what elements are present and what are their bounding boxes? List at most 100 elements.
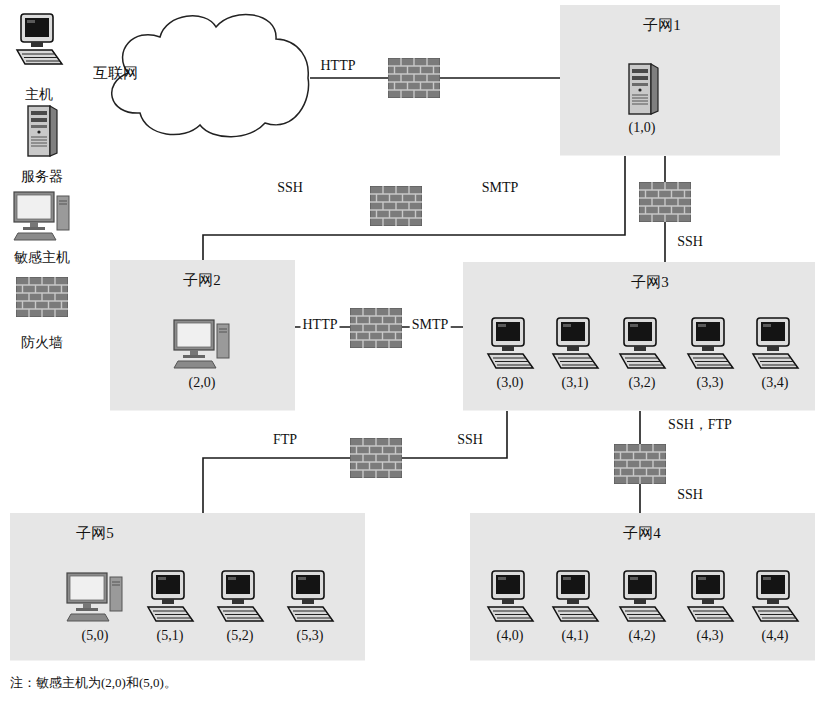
host-icon	[140, 565, 200, 627]
host-icon	[545, 565, 605, 627]
host-address: (3,4)	[745, 374, 805, 392]
firewall-icon	[350, 308, 402, 348]
legend-label: 主机	[25, 86, 53, 104]
host-node: (3,4)	[745, 312, 805, 392]
host-address: (2,0)	[172, 374, 232, 392]
host-icon	[210, 565, 270, 627]
host-node: (4,2)	[612, 565, 672, 645]
host-address: (4,1)	[545, 627, 605, 645]
firewall-icon	[370, 186, 422, 226]
cloud-label: 互联网	[93, 64, 138, 82]
protocol-label: SSH，FTP	[666, 416, 734, 434]
sensitive-host-icon	[172, 312, 232, 374]
protocol-label: SMTP	[480, 179, 521, 197]
host-icon	[620, 571, 665, 621]
subnet-title: 子网5	[76, 523, 114, 543]
protocol-label: SSH	[455, 431, 485, 449]
server-icon	[612, 57, 672, 119]
firewall-icon	[388, 58, 440, 98]
link-line	[203, 155, 625, 260]
host-node: (3,3)	[680, 312, 740, 392]
internet-cloud: 互联网	[100, 5, 310, 140]
subnet-title: 子网4	[623, 523, 661, 543]
host-node: (3,2)	[612, 312, 672, 392]
host-address: (3,0)	[480, 374, 540, 392]
host-icon	[480, 565, 540, 627]
host-node: (3,0)	[480, 312, 540, 392]
legend-label: 服务器	[21, 168, 63, 186]
host-node: (4,1)	[545, 565, 605, 645]
host-icon	[620, 318, 665, 368]
protocol-label: SSH	[675, 486, 705, 504]
host-node: (4,3)	[680, 565, 740, 645]
subnet-title: 子网2	[183, 270, 221, 290]
host-icon	[480, 312, 540, 374]
host-address: (4,2)	[612, 627, 672, 645]
protocol-label: HTTP	[319, 57, 358, 75]
cloud-shape	[112, 15, 309, 137]
legend-sensitive-icon	[14, 192, 69, 240]
subnet-box: 子网3 (3,0) (3,1) (3,2) (3,3) (3,4)	[463, 262, 815, 410]
host-icon	[753, 571, 798, 621]
host-icon	[753, 318, 798, 368]
host-node: (4,0)	[480, 565, 540, 645]
host-node: (5,1)	[140, 565, 200, 645]
host-address: (5,0)	[65, 627, 125, 645]
host-icon	[680, 312, 740, 374]
firewall-icon	[639, 182, 691, 222]
firewall-icon	[350, 438, 402, 478]
host-icon	[612, 565, 672, 627]
firewall-icon	[614, 444, 666, 484]
protocol-label: HTTP	[301, 316, 340, 334]
host-node: (3,1)	[545, 312, 605, 392]
host-node: (5,0)	[65, 565, 125, 645]
host-node: (5,2)	[210, 565, 270, 645]
subnet-title: 子网3	[631, 272, 669, 292]
host-icon	[680, 565, 740, 627]
footnote: 注：敏感主机为(2,0)和(5,0)。	[10, 674, 177, 692]
host-icon	[688, 571, 733, 621]
host-node: (4,4)	[745, 565, 805, 645]
legend-host-icon	[17, 14, 62, 64]
host-icon	[553, 571, 598, 621]
legend-server-icon	[28, 106, 57, 156]
host-icon	[218, 571, 263, 621]
host-node: (1,0)	[612, 57, 672, 137]
legend-firewall-icon	[16, 277, 68, 317]
legend-label: 防火墙	[21, 334, 63, 352]
host-icon	[745, 565, 805, 627]
host-icon	[288, 571, 333, 621]
host-address: (5,2)	[210, 627, 270, 645]
subnet-box: 子网2 (2,0)	[110, 260, 295, 410]
server-icon	[629, 64, 658, 114]
host-address: (1,0)	[612, 119, 672, 137]
subnet-box: 子网5(5,0)(5,1)(5,2)(5,3)	[10, 513, 365, 660]
protocol-label: FTP	[271, 431, 299, 449]
host-address: (5,1)	[140, 627, 200, 645]
host-address: (3,3)	[680, 374, 740, 392]
link-line	[203, 410, 507, 513]
protocol-label: SSH	[275, 179, 305, 197]
protocol-label: SSH	[675, 233, 705, 251]
host-icon	[688, 318, 733, 368]
host-node: (2,0)	[172, 312, 232, 392]
host-icon	[612, 312, 672, 374]
legend-label: 敏感主机	[14, 249, 70, 267]
subnet-title: 子网1	[643, 15, 681, 35]
host-icon	[745, 312, 805, 374]
host-icon	[553, 318, 598, 368]
host-icon	[488, 318, 533, 368]
subnet-box: 子网4 (4,0) (4,1) (4,2) (4,3) (4,4)	[470, 513, 815, 660]
host-address: (4,3)	[680, 627, 740, 645]
host-icon	[545, 312, 605, 374]
host-icon	[148, 571, 193, 621]
sensitive-host-icon	[65, 565, 125, 627]
host-address: (4,0)	[480, 627, 540, 645]
host-address: (3,1)	[545, 374, 605, 392]
subnet-box: 子网1 (1,0)	[560, 5, 780, 155]
host-icon	[280, 565, 340, 627]
host-address: (3,2)	[612, 374, 672, 392]
